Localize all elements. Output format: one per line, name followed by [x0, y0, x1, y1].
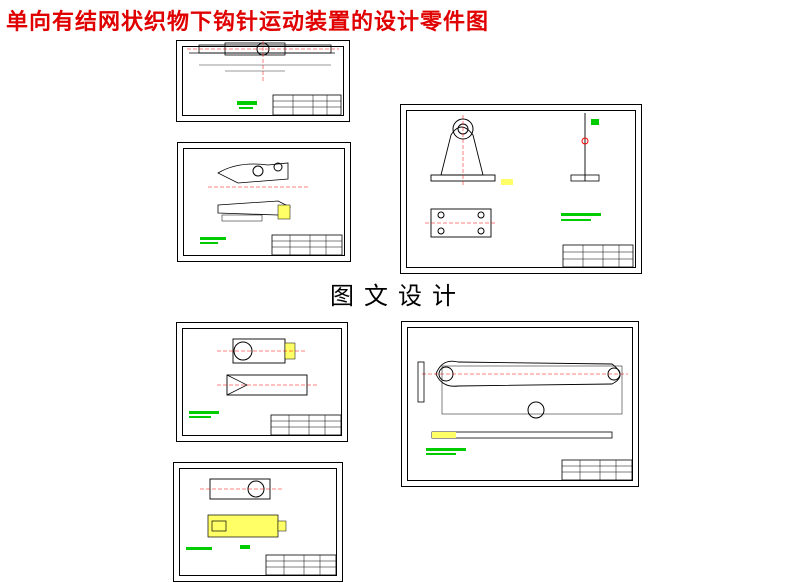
bearing-bracket-sheet[interactable]: [400, 104, 642, 274]
lever-arm-drawing: [417, 360, 633, 481]
shaft-drawing: [187, 41, 342, 116]
linkage-assembly-drawing: [200, 162, 343, 256]
hook-block-sheet[interactable]: [176, 322, 348, 442]
crank-plate-drawing: [186, 478, 337, 576]
hook-block-drawing: [189, 338, 342, 436]
center-label: 图文设计: [330, 282, 466, 310]
shaft-drawing-sheet[interactable]: [176, 40, 350, 122]
lever-arm-sheet[interactable]: [401, 321, 639, 487]
page-title: 单向有结网状织物下钩针运动装置的设计零件图: [6, 9, 490, 35]
linkage-assembly-sheet[interactable]: [177, 142, 351, 262]
crank-plate-sheet[interactable]: [173, 462, 343, 582]
bearing-bracket-drawing: [425, 113, 634, 268]
